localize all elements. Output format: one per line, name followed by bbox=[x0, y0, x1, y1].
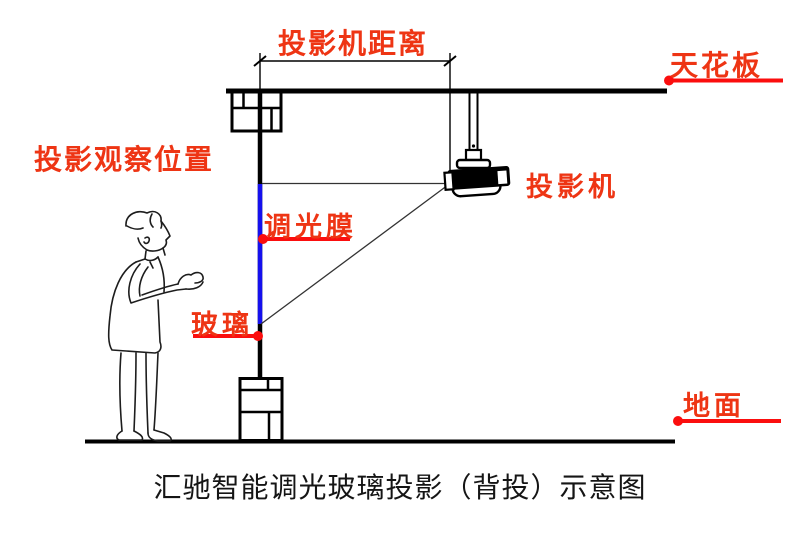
person-neck bbox=[144, 247, 166, 260]
label-dimming-film: 调光膜 bbox=[264, 212, 357, 242]
film-pointer-dot bbox=[258, 234, 268, 244]
projector-body bbox=[443, 165, 511, 198]
mount-screw-dot bbox=[471, 144, 476, 148]
projector-mount bbox=[455, 93, 492, 170]
label-ground: 地面 bbox=[683, 391, 745, 421]
person-torso bbox=[107, 261, 162, 354]
person-collar bbox=[135, 256, 159, 269]
top-mount-block bbox=[230, 90, 283, 133]
ceiling-pointer-dot bbox=[664, 75, 674, 86]
diagram-caption: 汇驰智能调光玻璃投影（背投）示意图 bbox=[153, 473, 647, 504]
person-arm bbox=[128, 263, 187, 304]
person-leg-front bbox=[145, 352, 159, 434]
projector-lens bbox=[443, 171, 455, 191]
red-pointers bbox=[193, 75, 783, 426]
person-face bbox=[146, 220, 171, 252]
person-foot-front bbox=[147, 429, 172, 442]
glass-pointer-dot bbox=[253, 331, 263, 341]
projection-beam-lines bbox=[260, 182, 449, 325]
person-foot-back bbox=[116, 430, 144, 441]
label-ceiling: 天花板 bbox=[670, 51, 764, 82]
dimension-projector-distance bbox=[253, 53, 457, 188]
projector-vent bbox=[497, 170, 508, 185]
dimension-tick-right bbox=[443, 55, 457, 67]
person-hand bbox=[177, 271, 204, 290]
ground-pointer-dot bbox=[673, 416, 683, 426]
base-block bbox=[238, 377, 284, 442]
label-projector: 投影机 bbox=[526, 172, 619, 202]
person-leg-back bbox=[119, 352, 137, 432]
dimension-tick-left bbox=[253, 55, 267, 67]
person-figure bbox=[107, 210, 204, 442]
person-ear bbox=[143, 236, 151, 245]
label-viewing-position: 投影观察位置 bbox=[34, 145, 215, 176]
label-projector-distance: 投影机距离 bbox=[278, 29, 429, 60]
person-head bbox=[125, 210, 163, 229]
label-glass: 玻璃 bbox=[191, 310, 253, 340]
